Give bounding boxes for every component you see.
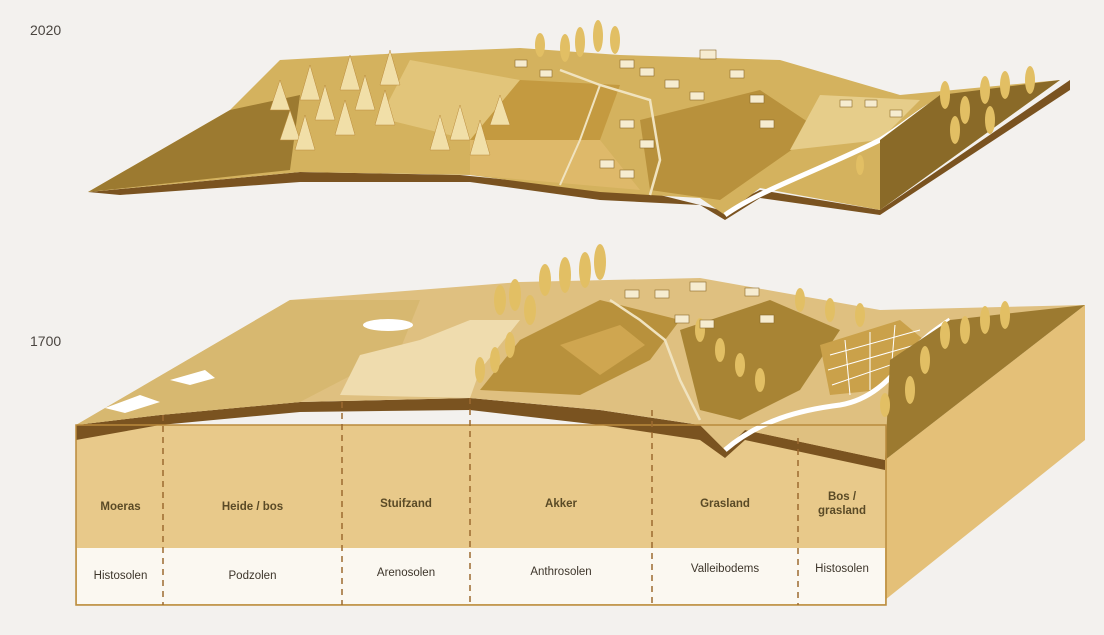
soil-label-arenosolen: Arenosolen (342, 567, 470, 579)
soil-label-anthrosolen: Anthrosolen (470, 566, 652, 578)
zone-label-bos-grasland: Bos / grasland (798, 490, 886, 518)
zone-label-moeras: Moeras (78, 500, 163, 514)
zone-label-akker: Akker (470, 497, 652, 511)
soil-label-valleibodems: Valleibodems (652, 563, 798, 575)
soil-label-histosolen-1: Histosolen (78, 570, 163, 582)
landscape-1700 (76, 244, 1085, 605)
landscape-2020 (88, 20, 1070, 220)
zone-label-heide-bos: Heide / bos (163, 500, 342, 514)
zone-label-grasland: Grasland (652, 497, 798, 511)
marsh-pond-1 (363, 319, 413, 331)
soil-label-podzolen: Podzolen (163, 570, 342, 582)
zone-label-stuifzand: Stuifzand (342, 497, 470, 511)
soil-label-histosolen-2: Histosolen (798, 563, 886, 575)
